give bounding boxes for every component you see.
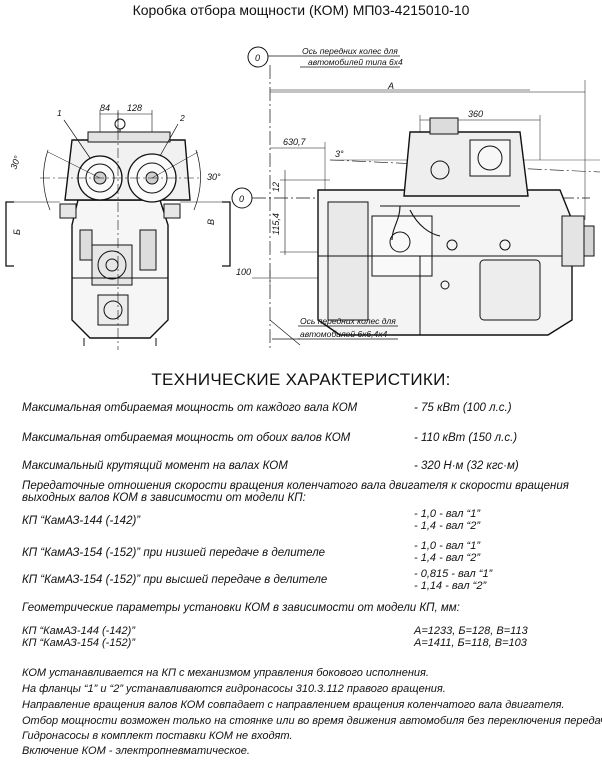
note-line: Включение КОМ - электропневматическое. bbox=[22, 745, 250, 757]
geometry-label: КП “КамАЗ-144 (-142)” bbox=[22, 625, 135, 637]
spec-label: Максимальная отбираемая мощность от обои… bbox=[22, 432, 351, 444]
dim-630-7: 630,7 bbox=[283, 137, 307, 147]
geometry-label: КП “КамАЗ-154 (-152)” bbox=[22, 637, 135, 649]
geometry-intro: Геометрические параметры установки КОМ в… bbox=[22, 602, 460, 614]
ratio-label: КП “КамАЗ-144 (-142)” bbox=[22, 515, 141, 527]
ratio-value-line1: - 0,815 - вал “1” bbox=[414, 568, 493, 580]
ratio-value-line2: - 1,4 - вал “2” bbox=[414, 552, 480, 564]
dim-84: 84 bbox=[100, 103, 110, 113]
technical-drawing: 1 2 84 128 30° 30° Б В 0 0 Ось передних … bbox=[5, 46, 601, 350]
spec-label: Максимальный крутящий момент на валах КО… bbox=[22, 460, 288, 472]
geometry-value: А=1233, Б=128, В=113 bbox=[414, 625, 528, 637]
dim-a: А bbox=[387, 81, 394, 91]
note-line: Гидронасосы в комплект поставки КОМ не в… bbox=[22, 730, 293, 742]
note-line: КОМ устанавливается на КП с механизмом у… bbox=[22, 667, 429, 679]
angle-30-right: 30° bbox=[207, 172, 221, 182]
dim-360: 360 bbox=[468, 109, 483, 119]
spec-label: Максимальная отбираемая мощность от кажд… bbox=[22, 402, 358, 414]
front-view-drawing bbox=[5, 110, 231, 350]
ratio-value-line2: - 1,4 - вал “2” bbox=[414, 520, 480, 532]
specs-heading: ТЕХНИЧЕСКИЕ ХАРАКТЕРИСТИКИ: bbox=[151, 370, 451, 389]
spec-value: - 320 Н·м (32 кгс·м) bbox=[414, 460, 519, 472]
spec-value: - 110 кВт (150 л.с.) bbox=[414, 432, 518, 444]
dim-100: 100 bbox=[236, 267, 251, 277]
spec-value: - 75 кВт (100 л.с.) bbox=[414, 402, 512, 414]
note-line: На фланцы “1” и “2” устанавливаются гидр… bbox=[22, 683, 446, 695]
axis-bottom-label-2: автомобилей 6х6,4х4 bbox=[300, 329, 387, 339]
callout-1: 1 bbox=[57, 108, 62, 118]
callout-2: 2 bbox=[179, 113, 185, 123]
geometry-value: А=1411, Б=118, В=103 bbox=[414, 637, 527, 649]
axis-top-label-1: Ось передних колес для bbox=[302, 46, 398, 56]
angle-3: 3° bbox=[335, 149, 344, 159]
dim-12: 12 bbox=[271, 182, 281, 192]
angle-30-left: 30° bbox=[8, 154, 22, 171]
ratio-intro-line2: выходных валов КОМ в зависимости от моде… bbox=[22, 492, 306, 504]
axis-bottom-label-1: Ось передних колес для bbox=[300, 316, 396, 326]
page-title: Коробка отбора мощности (КОМ) МП03-42150… bbox=[132, 2, 470, 18]
note-line: Отбор мощности возможен только на стоянк… bbox=[22, 715, 602, 727]
ratio-value-line1: - 1,0 - вал “1” bbox=[414, 508, 480, 520]
section-v-label: В bbox=[206, 219, 216, 225]
side-view-drawing bbox=[252, 65, 601, 350]
ratio-intro-line1: Передаточные отношения скорости вращения… bbox=[22, 480, 569, 492]
zero-label-mid: 0 bbox=[239, 194, 244, 204]
zero-label-top: 0 bbox=[255, 53, 260, 63]
note-line: Направление вращения валов КОМ совпадает… bbox=[22, 699, 565, 711]
ratio-value-line1: - 1,0 - вал “1” bbox=[414, 540, 480, 552]
dim-115-4: 115,4 bbox=[271, 213, 281, 235]
section-b-label: Б bbox=[12, 229, 22, 235]
dim-128: 128 bbox=[127, 103, 142, 113]
axis-top-label-2: автомобилей типа 6х4 bbox=[308, 57, 403, 67]
ratio-label: КП “КамАЗ-154 (-152)” при высшей передач… bbox=[22, 574, 328, 586]
reference-marker-mid bbox=[231, 187, 253, 209]
reference-marker-top bbox=[247, 46, 269, 68]
ratio-value-line2: - 1,14 - вал “2” bbox=[414, 580, 487, 592]
ratio-label: КП “КамАЗ-154 (-152)” при низшей передач… bbox=[22, 547, 326, 559]
